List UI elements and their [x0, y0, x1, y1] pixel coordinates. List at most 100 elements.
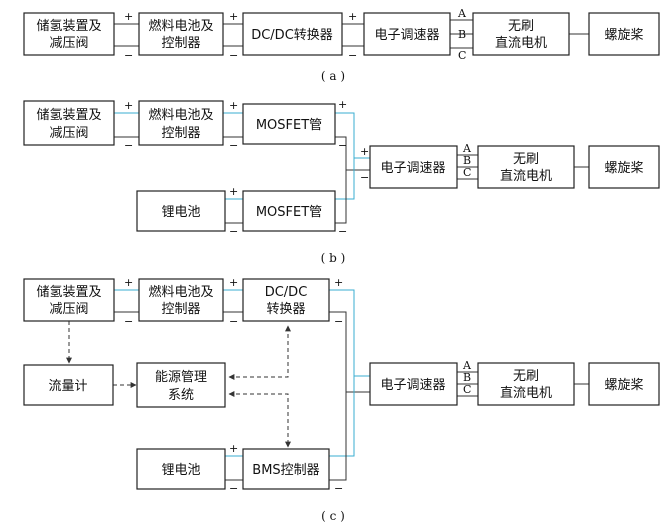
dcdc-label-line1: DC/DC	[265, 285, 308, 300]
plus-sign: +	[348, 10, 357, 23]
motor-box-b: 无刷 直流电机	[477, 145, 575, 189]
propeller-label: 螺旋桨	[604, 27, 643, 43]
caption-c: ( c )	[321, 509, 345, 523]
minus-sign: −	[124, 139, 133, 152]
hydrogen-label-line1: 储氢装置及	[36, 19, 101, 34]
diagram-a: 储氢装置及 减压阀 燃料电池及 控制器 DC/DC转换器 电子调速器 无刷 直流…	[23, 7, 660, 83]
plus-sign: +	[124, 99, 133, 112]
motor-label-line1: 无刷	[513, 152, 539, 167]
caption-b: ( b )	[321, 251, 346, 265]
esc-label: 电子调速器	[380, 378, 445, 393]
motor-label-line1: 无刷	[513, 369, 539, 384]
dcdc-box-c: DC/DC 转换器	[242, 278, 330, 322]
minus-sign: −	[348, 49, 357, 62]
fuelcell-label-line2: 控制器	[161, 126, 200, 141]
minus-sign: −	[229, 49, 238, 62]
fuelcell-label-line2: 控制器	[161, 36, 200, 51]
mosfet-bottom-label: MOSFET管	[256, 205, 322, 220]
dcdc-box-a: DC/DC转换器	[242, 12, 343, 56]
flowmeter-label: 流量计	[48, 379, 87, 394]
plus-sign: +	[338, 98, 347, 111]
fuelcell-label-line2: 控制器	[161, 302, 200, 317]
hydrogen-label-line2: 减压阀	[49, 126, 88, 141]
plus-sign: +	[334, 276, 343, 289]
dcdc-label-line2: 转换器	[266, 302, 305, 317]
motor-box-a: 无刷 直流电机	[472, 12, 570, 56]
minus-sign: −	[229, 315, 238, 328]
minus-sign: −	[334, 482, 343, 495]
plus-sign: +	[229, 442, 238, 455]
fuelcell-label-line1: 燃料电池及	[148, 284, 213, 300]
fuelcell-label-line1: 燃料电池及	[148, 107, 213, 123]
mosfet-top-box: MOSFET管	[242, 103, 336, 145]
esc-label: 电子调速器	[374, 28, 439, 43]
battery-label: 锂电池	[161, 463, 200, 478]
fuel-cell-box-a: 燃料电池及 控制器	[138, 12, 224, 56]
phase-b-label: B	[463, 154, 471, 167]
mosfet-bottom-box: MOSFET管	[242, 190, 336, 232]
ems-label-line2: 系统	[168, 388, 194, 403]
esc-box-b: 电子调速器	[369, 145, 458, 189]
energy-management-box: 能源管理 系统	[136, 362, 226, 408]
minus-sign: −	[229, 225, 238, 238]
esc-box-a: 电子调速器	[363, 12, 451, 56]
motor-label-line2: 直流电机	[500, 169, 552, 184]
minus-sign: −	[229, 482, 238, 495]
hydrogen-label-line1: 储氢装置及	[36, 285, 101, 300]
phase-a-label: A	[462, 142, 472, 155]
esc-box-c: 电子调速器	[369, 362, 458, 406]
motor-box-c: 无刷 直流电机	[477, 362, 575, 406]
flowmeter-box: 流量计	[23, 364, 114, 406]
phase-a-label: A	[462, 359, 472, 372]
battery-box-c: 锂电池	[136, 448, 226, 490]
diagram-c: 储氢装置及 减压阀 燃料电池及 控制器 DC/DC 转换器 流量计 能源管理 系…	[23, 276, 660, 523]
diagram-c-wires	[114, 289, 589, 481]
minus-sign: −	[124, 315, 133, 328]
hydrogen-storage-box-a: 储氢装置及 减压阀	[23, 12, 115, 56]
phase-c-label: C	[458, 49, 466, 62]
minus-sign: −	[360, 171, 369, 184]
minus-sign: −	[229, 139, 238, 152]
propeller-label: 螺旋桨	[604, 377, 643, 393]
plus-sign: +	[229, 276, 238, 289]
phase-c-label: C	[463, 166, 471, 179]
propeller-box-c: 螺旋桨	[588, 362, 660, 406]
plus-sign: +	[124, 10, 133, 23]
phase-c-label: C	[463, 383, 471, 396]
battery-label: 锂电池	[161, 205, 200, 220]
fuel-cell-box-c: 燃料电池及 控制器	[138, 278, 224, 322]
diagram-c-signal-lines	[66, 321, 291, 448]
plus-sign: +	[229, 10, 238, 23]
hydrogen-storage-box-c: 储氢装置及 减压阀	[23, 278, 115, 322]
battery-box-b: 锂电池	[136, 190, 226, 232]
minus-sign: −	[338, 225, 347, 238]
hydrogen-label-line2: 减压阀	[49, 36, 88, 51]
propeller-label: 螺旋桨	[604, 160, 643, 176]
motor-label-line2: 直流电机	[495, 36, 547, 51]
plus-sign: +	[229, 185, 238, 198]
esc-label: 电子调速器	[380, 161, 445, 176]
phase-b-label: B	[463, 371, 471, 384]
propeller-box-b: 螺旋桨	[588, 145, 660, 189]
hydrogen-storage-box-b: 储氢装置及 减压阀	[23, 100, 115, 146]
motor-label-line1: 无刷	[508, 19, 534, 34]
phase-b-label: B	[458, 28, 466, 41]
hydrogen-label-line1: 储氢装置及	[36, 108, 101, 123]
phase-a-label: A	[457, 7, 467, 20]
bms-label: BMS控制器	[252, 463, 319, 478]
fuelcell-label-line1: 燃料电池及	[148, 18, 213, 34]
plus-sign: +	[360, 145, 369, 158]
minus-sign: −	[338, 139, 347, 152]
caption-a: ( a )	[321, 69, 345, 83]
plus-sign: +	[229, 99, 238, 112]
mosfet-top-label: MOSFET管	[256, 118, 322, 133]
diagram-b-wires	[114, 112, 589, 224]
bms-box: BMS控制器	[242, 448, 330, 490]
ems-label-line1: 能源管理	[155, 370, 207, 385]
diagram-a-wires	[114, 19, 589, 49]
plus-sign: +	[124, 276, 133, 289]
diagram-b: 储氢装置及 减压阀 燃料电池及 控制器 MOSFET管 锂电池 MOSFET管 …	[23, 98, 660, 265]
dcdc-label: DC/DC转换器	[251, 28, 333, 43]
motor-label-line2: 直流电机	[500, 386, 552, 401]
